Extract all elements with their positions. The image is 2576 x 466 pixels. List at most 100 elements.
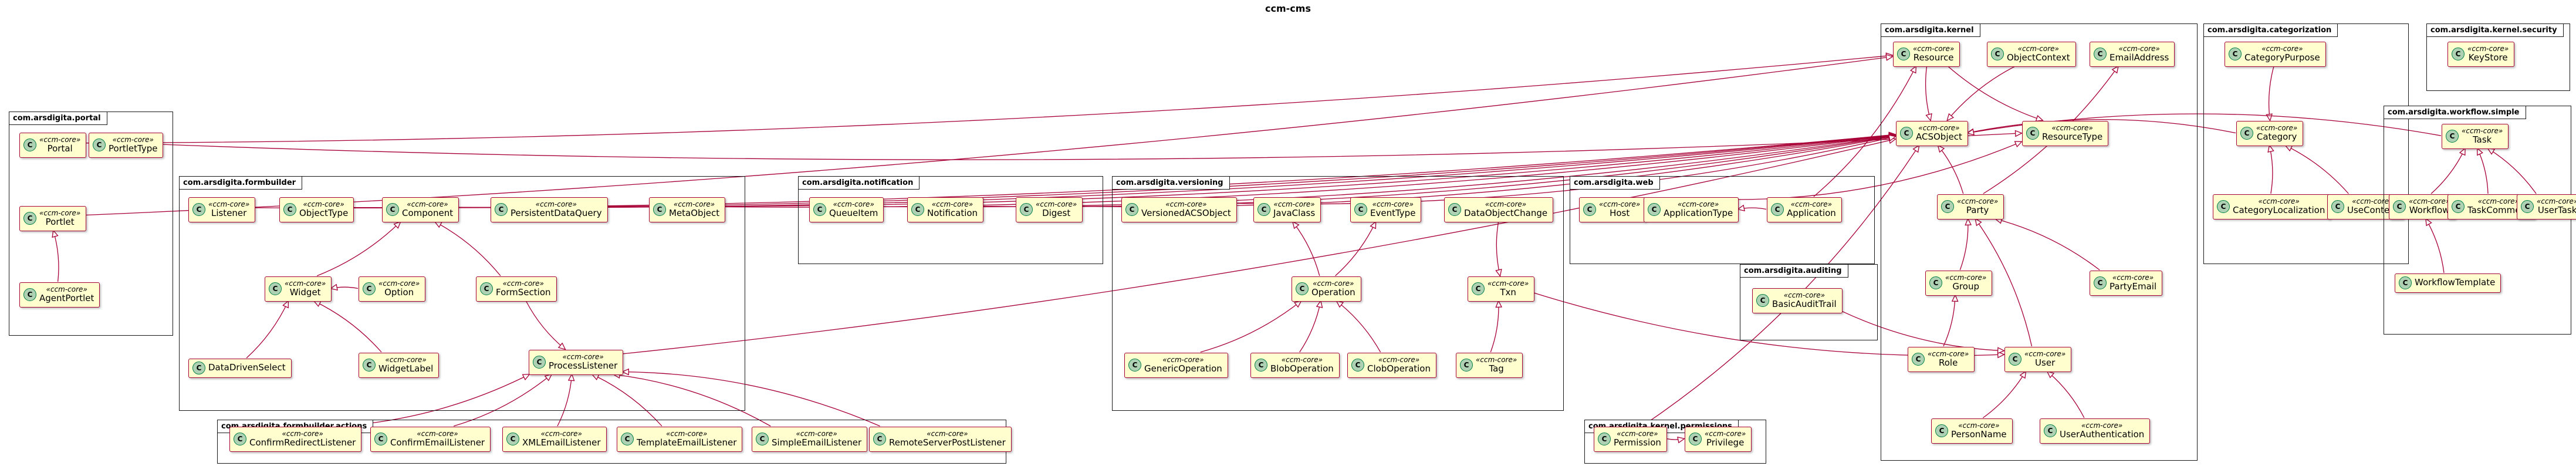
class-icon: C <box>1128 358 1141 372</box>
class-icon: C <box>374 432 387 445</box>
class-icon: C <box>2009 352 2021 366</box>
class-stereotype: «ccm-core» <box>1928 350 1969 358</box>
class-icon: C <box>1472 282 1485 295</box>
class-icon: C <box>1257 202 1270 216</box>
class-name: ResourceType <box>2042 131 2103 143</box>
class-icon: C <box>1296 282 1309 295</box>
class-name: RemoteServerPostListener <box>889 437 1006 448</box>
class-CategoryLocalization: C«ccm-core»CategoryLocalization <box>2213 194 2331 220</box>
class-stereotype: «ccm-core» <box>1677 200 1719 208</box>
class-icon: C <box>1448 202 1461 216</box>
class-icon: C <box>1351 358 1364 372</box>
class-stereotype: «ccm-core» <box>2467 45 2509 53</box>
class-icon: C <box>1929 276 1942 289</box>
class-icon: C <box>2094 276 2107 289</box>
class-icon: C <box>621 432 634 445</box>
class-name: PersonName <box>1951 429 2007 440</box>
class-TemplateEmailListener: C«ccm-core»TemplateEmailListener <box>617 427 743 452</box>
class-Workflow: C«ccm-core»Workflow <box>2389 194 2456 220</box>
class-icon: C <box>93 138 106 151</box>
class-stereotype: «ccm-core» <box>673 200 715 208</box>
class-ClobOperation: C«ccm-core»ClobOperation <box>1347 353 1436 378</box>
class-stereotype: «ccm-core» <box>2051 124 2093 132</box>
package-com.arsdigita.kernel.permissions: com.arsdigita.kernel.permissionsC«ccm-co… <box>1584 420 1766 464</box>
class-stereotype: «ccm-core» <box>2081 421 2123 430</box>
class-stereotype: «ccm-core» <box>1957 197 1999 205</box>
package-label: com.arsdigita.formbuilder <box>180 177 303 190</box>
class-icon: C <box>756 432 769 445</box>
class-stereotype: «ccm-core» <box>303 200 344 208</box>
class-Permission: C «ccm-core»Permission <box>1594 427 1667 452</box>
class-stereotype: «ccm-core» <box>796 430 837 438</box>
class-icon: C <box>2521 200 2534 213</box>
class-icon: C <box>1598 432 1611 445</box>
class-name: BlobOperation <box>1270 363 1334 374</box>
class-ObjectContext: C«ccm-core»ObjectContext <box>1987 42 2076 67</box>
class-Task: C«ccm-core»Task <box>2442 124 2509 149</box>
class-name: Component <box>402 208 454 219</box>
package-label: com.arsdigita.versioning <box>1113 177 1230 190</box>
package-label: com.arsdigita.notification <box>799 177 920 190</box>
class-PersistentDataQuery: C«ccm-core»PersistentDataQuery <box>491 197 608 222</box>
class-stereotype: «ccm-core» <box>208 200 250 208</box>
class-icon: C <box>23 288 36 301</box>
class-User: C«ccm-core»User <box>2004 347 2072 372</box>
class-icon: C <box>1900 126 1913 140</box>
class-icon: C <box>533 355 546 369</box>
class-stereotype: «ccm-core» <box>407 200 448 208</box>
class-EmailAddress: C«ccm-core»EmailAddress <box>2090 42 2175 67</box>
class-stereotype: «ccm-core» <box>1617 430 1658 438</box>
class-name: JavaClass <box>1273 208 1316 219</box>
class-icon: C <box>1935 424 1948 437</box>
class-Digest: C«ccm-core»Digest <box>1016 197 1083 222</box>
class-stereotype: «ccm-core» <box>39 209 81 217</box>
class-name: DataDrivenSelect <box>208 362 286 373</box>
package-label: com.arsdigita.portal <box>9 112 107 125</box>
class-icon: C <box>2044 424 2057 437</box>
class-name: BasicAuditTrail <box>1772 299 1837 310</box>
class-stereotype: «ccm-core» <box>927 430 968 438</box>
class-XMLEmailListener: C«ccm-core»XMLEmailListener <box>502 427 607 452</box>
class-name: Category <box>2256 131 2297 143</box>
class-stereotype: «ccm-core» <box>1958 421 2000 430</box>
class-icon: C <box>1125 202 1138 216</box>
class-QueueItem: C«ccm-core»QueueItem <box>809 197 884 222</box>
class-name: UserAuthentication <box>2060 429 2145 440</box>
class-stereotype: «ccm-core» <box>535 200 577 208</box>
class-stereotype: «ccm-core» <box>502 279 544 288</box>
class-name: Role <box>1938 357 1958 369</box>
class-stereotype: «ccm-core» <box>2409 197 2450 205</box>
class-ResourceType: C«ccm-core»ResourceType <box>2022 121 2109 146</box>
class-icon: C <box>1897 47 1910 60</box>
class-icon: C <box>2240 126 2253 140</box>
class-name: ConfirmRedirectListener <box>249 437 356 448</box>
class-name: MetaObject <box>669 208 720 219</box>
class-stereotype: «ccm-core» <box>2112 273 2154 282</box>
class-icon: C <box>1689 432 1702 445</box>
class-CategoryPurpose: C«ccm-core»CategoryPurpose <box>2225 42 2326 67</box>
class-name: Portlet <box>45 217 75 228</box>
class-icon: C <box>2331 200 2344 213</box>
class-stereotype: «ccm-core» <box>1918 124 1960 132</box>
class-icon: C <box>1460 358 1473 372</box>
class-stereotype: «ccm-core» <box>2537 197 2576 205</box>
class-Application: C«ccm-core»Application <box>1767 197 1842 222</box>
class-icon: C <box>1771 202 1784 216</box>
class-icon: C <box>269 282 282 295</box>
class-name: ACSObject <box>1916 131 1962 143</box>
class-PortletType: C«ccm-core»PortletType <box>89 133 164 158</box>
class-icon: C <box>1255 358 1267 372</box>
class-name: Group <box>1952 281 1979 292</box>
class-name: Txn <box>1500 287 1516 298</box>
class-name: Permission <box>1614 437 1661 448</box>
class-SimpleEmailListener: C«ccm-core»SimpleEmailListener <box>752 427 868 452</box>
class-MetaObject: C«ccm-core»MetaObject <box>649 197 726 222</box>
package-label: com.arsdigita.categorization <box>2204 24 2338 37</box>
